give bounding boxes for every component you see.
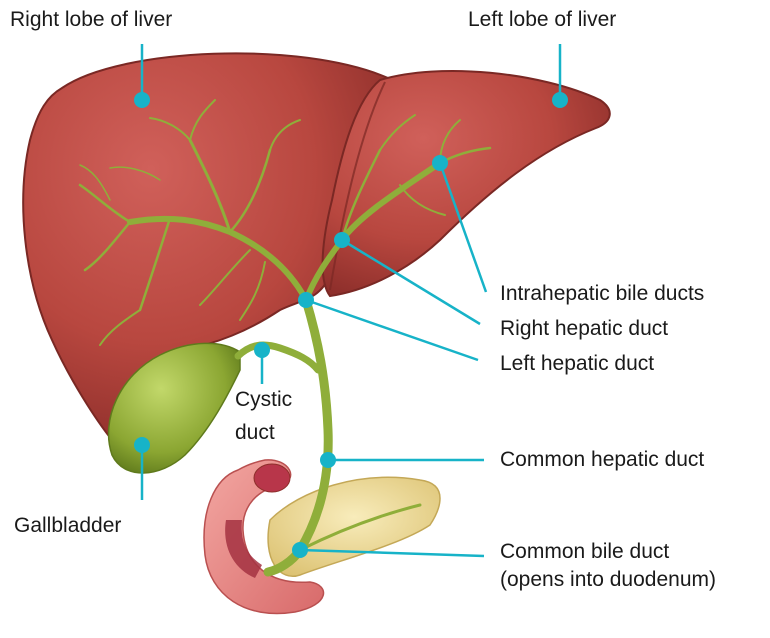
- cystic-duct-shape: [238, 345, 318, 370]
- dot-left-lobe: [552, 92, 568, 108]
- pointer-left-hepatic: [306, 300, 478, 360]
- dot-cystic: [254, 342, 270, 358]
- dot-gallbladder: [134, 437, 150, 453]
- label-gallbladder: Gallbladder: [14, 512, 121, 540]
- dot-right-lobe: [134, 92, 150, 108]
- dot-right-hepatic: [334, 232, 350, 248]
- label-common-hepatic: Common hepatic duct: [500, 446, 704, 474]
- label-right-lobe: Right lobe of liver: [10, 6, 172, 34]
- label-intrahepatic: Intrahepatic bile ducts: [500, 280, 704, 308]
- label-common-bile-line1: Common bile duct: [500, 538, 669, 566]
- duodenum-opening: [254, 464, 290, 492]
- label-right-hepatic: Right hepatic duct: [500, 315, 668, 343]
- label-cystic-line1: Cystic: [235, 386, 292, 414]
- dot-common-bile: [292, 542, 308, 558]
- dot-common-hepatic: [320, 452, 336, 468]
- left-lobe-of-liver: [323, 71, 610, 296]
- dot-left-hepatic: [298, 292, 314, 308]
- label-left-lobe: Left lobe of liver: [468, 6, 616, 34]
- label-cystic-line2: duct: [235, 419, 275, 447]
- dot-intrahepatic: [432, 155, 448, 171]
- label-left-hepatic: Left hepatic duct: [500, 350, 654, 378]
- label-common-bile-line2: (opens into duodenum): [500, 566, 716, 594]
